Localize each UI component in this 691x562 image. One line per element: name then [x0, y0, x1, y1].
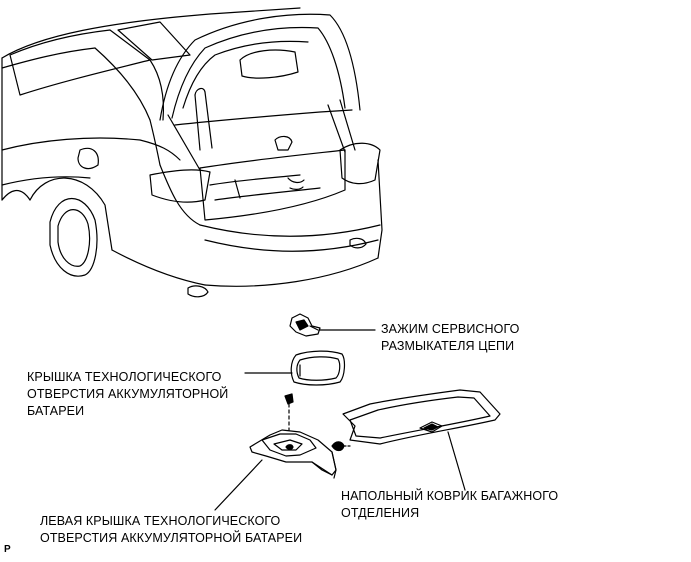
battery-hole-cover — [290, 350, 346, 386]
breaker-clip-label: ЗАЖИМ СЕРВИСНОГО РАЗМЫКАТЕЛЯ ЦЕПИ — [381, 321, 520, 355]
floor-mat-label: НАПОЛЬНЫЙ КОВРИК БАГАЖНОГО ОТДЕЛЕНИЯ — [341, 488, 558, 522]
floor-mat-label-line2: ОТДЕЛЕНИЯ — [341, 506, 420, 520]
left-cover-label-line1: ЛЕВАЯ КРЫШКА ТЕХНОЛОГИЧЕСКОГО — [40, 514, 281, 528]
corner-mark: P — [4, 544, 11, 555]
leader-line-left-cover — [214, 459, 263, 511]
breaker-clip-label-line1: ЗАЖИМ СЕРВИСНОГО — [381, 322, 520, 336]
car-illustration — [1, 7, 383, 298]
left-cover-label-line2: ОТВЕРСТИЯ АККУМУЛЯТОРНОЙ БАТАРЕИ — [40, 531, 303, 545]
battery-cover-label-line2: ОТВЕРСТИЯ АККУМУЛЯТОРНОЙ — [27, 387, 229, 401]
battery-cover-label: КРЫШКА ТЕХНОЛОГИЧЕСКОГО ОТВЕРСТИЯ АККУМУ… — [27, 369, 228, 420]
luggage-floor-mat — [342, 389, 501, 445]
leader-line-floor-mat — [447, 431, 466, 491]
floor-mat-label-line1: НАПОЛЬНЫЙ КОВРИК БАГАЖНОГО — [341, 489, 559, 503]
service-breaker-clip — [289, 313, 321, 337]
breaker-clip-label-line2: РАЗМЫКАТЕЛЯ ЦЕПИ — [381, 339, 515, 353]
battery-cover-label-line1: КРЫШКА ТЕХНОЛОГИЧЕСКОГО — [27, 370, 222, 384]
mat-clip — [331, 441, 353, 452]
left-battery-hole-cover — [249, 429, 337, 479]
left-cover-label: ЛЕВАЯ КРЫШКА ТЕХНОЛОГИЧЕСКОГО ОТВЕРСТИЯ … — [40, 513, 302, 547]
battery-cover-label-line3: БАТАРЕИ — [27, 404, 85, 418]
cover-screw — [284, 393, 294, 437]
